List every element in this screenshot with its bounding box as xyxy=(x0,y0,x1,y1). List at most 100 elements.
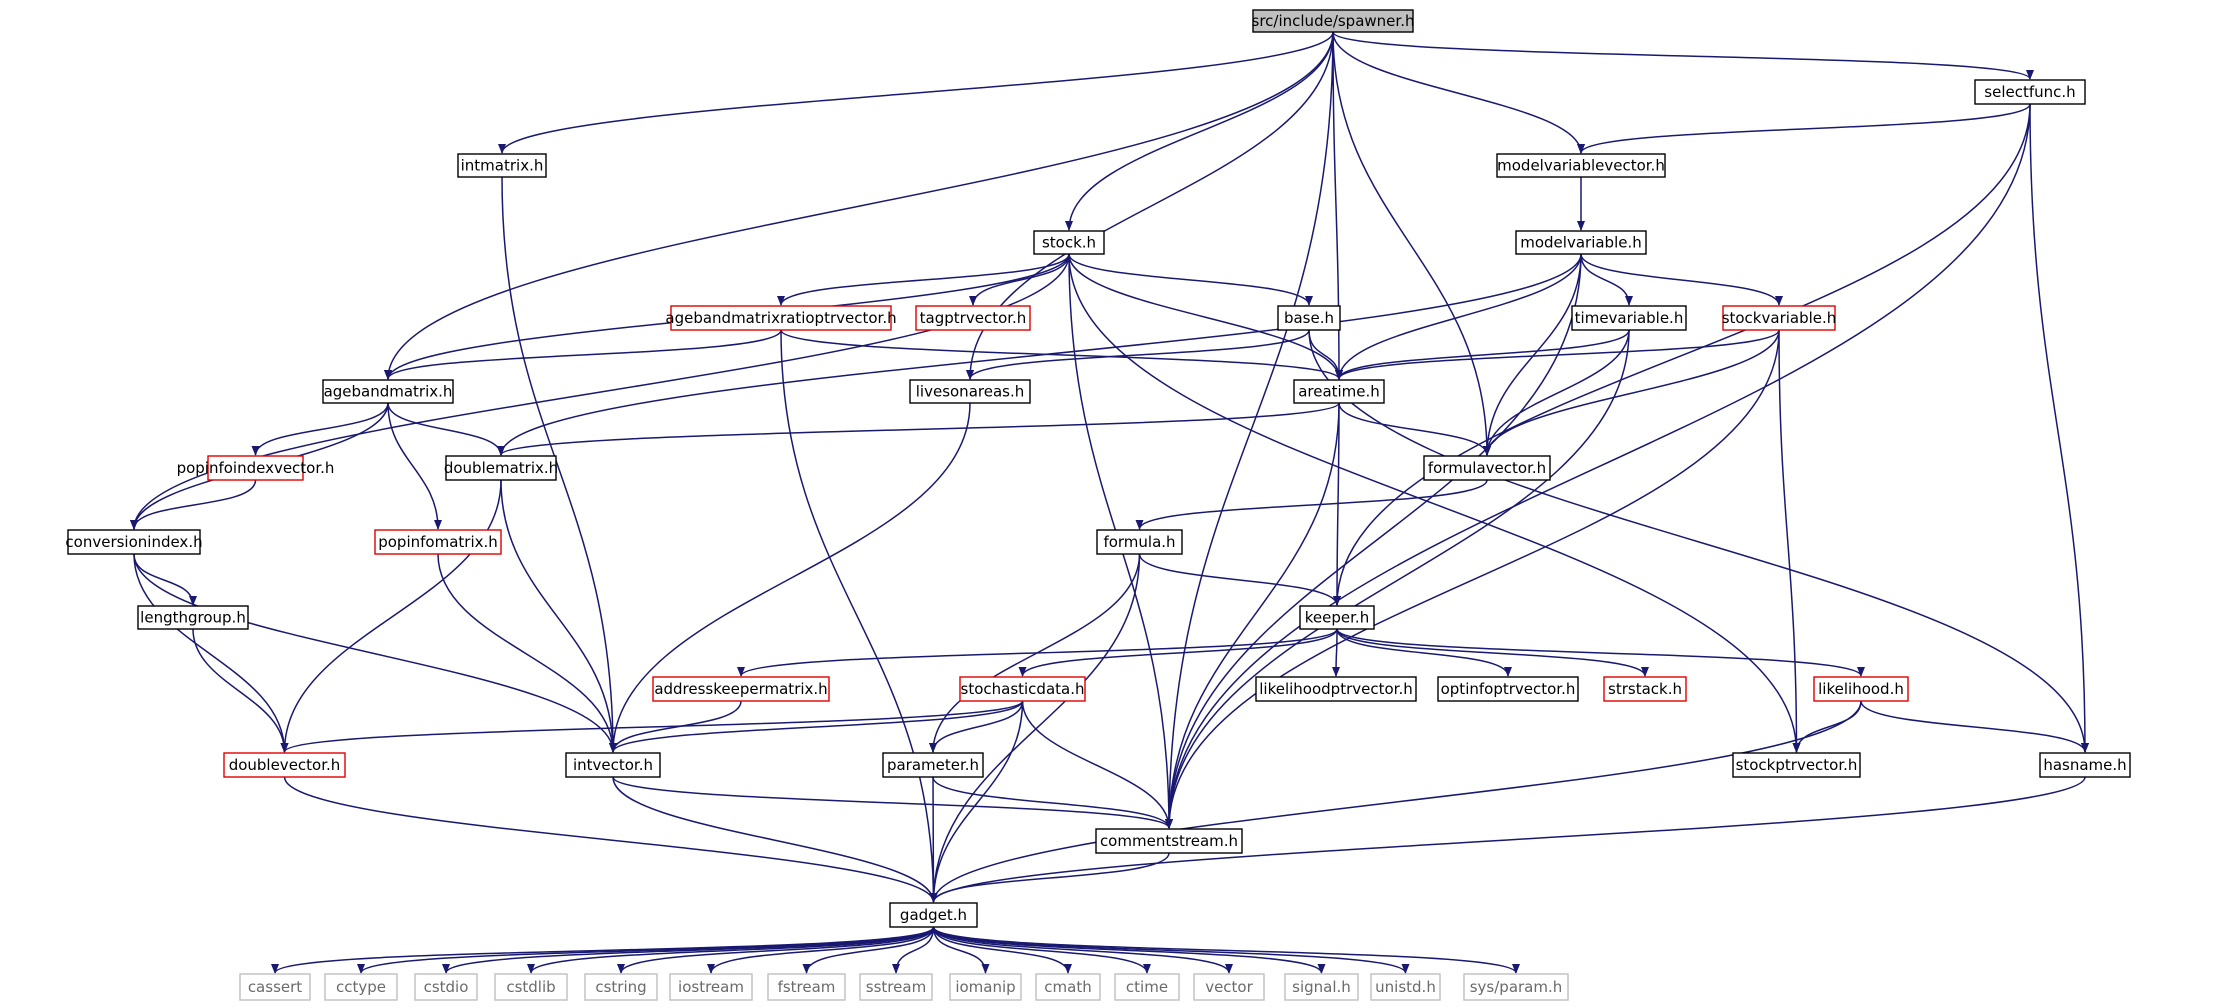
node-box-unistd xyxy=(1370,973,1441,1001)
edge-modelvariable-to-formulavector xyxy=(1483,253,1582,456)
node-selectfunc[interactable]: selectfunc.h xyxy=(1974,79,2086,105)
edge-timevariable-to-formulavector xyxy=(1483,329,1630,456)
edge-agebandmatrixratioptrvector-to-gadget xyxy=(780,329,938,903)
node-label-addresskeepermatrix: addresskeepermatrix.h xyxy=(654,680,827,698)
node-areatime[interactable]: areatime.h xyxy=(1293,379,1385,404)
node-intvector[interactable]: intvector.h xyxy=(565,752,661,778)
edge-gadget-to-signal xyxy=(932,926,1326,974)
edge-spawner-to-intmatrix xyxy=(498,31,1334,154)
node-box-likelihoodptrvector xyxy=(1255,676,1417,702)
edge-areatime-to-keeper xyxy=(1333,402,1342,606)
node-label-tagptrvector: tagptrvector.h xyxy=(920,309,1027,327)
edge-gadget-to-vector xyxy=(932,926,1233,974)
edge-modelvariable-to-commentstream xyxy=(1165,253,1582,829)
edge-agebandmatrix-to-popinfoindexvector xyxy=(251,402,389,456)
node-label-cstdlib: cstdlib xyxy=(506,978,555,996)
node-likelihood[interactable]: likelihood.h xyxy=(1813,676,1909,702)
node-modelvariable[interactable]: modelvariable.h xyxy=(1515,230,1647,255)
node-label-livesonareas: livesonareas.h xyxy=(916,383,1024,401)
node-likelihoodptrvector[interactable]: likelihoodptrvector.h xyxy=(1255,676,1417,702)
node-label-popinfomatrix: popinfomatrix.h xyxy=(378,533,498,551)
node-formula[interactable]: formula.h xyxy=(1096,529,1183,555)
node-commentstream[interactable]: commentstream.h xyxy=(1095,828,1243,854)
edge-base-to-hasname xyxy=(1308,329,2089,753)
node-label-stockptrvector: stockptrvector.h xyxy=(1736,756,1858,774)
node-parameter[interactable]: parameter.h xyxy=(882,752,984,778)
node-label-unistd: unistd.h xyxy=(1375,978,1436,996)
node-agebandmatrixratioptrvector[interactable]: agebandmatrixratioptrvector.h xyxy=(665,305,897,331)
edge-gadget-to-iostream xyxy=(707,926,935,974)
node-box-formulavector xyxy=(1423,455,1551,481)
edge-areatime-to-formulavector xyxy=(1338,402,1491,456)
node-label-selectfunc: selectfunc.h xyxy=(1984,83,2075,101)
edge-spawner-to-modelvariablevector xyxy=(1332,31,1585,154)
node-doublematrix[interactable]: doublematrix.h xyxy=(444,455,558,481)
node-optinfoptrvector[interactable]: optinfoptrvector.h xyxy=(1437,676,1579,702)
node-stock[interactable]: stock.h xyxy=(1033,230,1105,255)
node-popinfomatrix[interactable]: popinfomatrix.h xyxy=(374,529,502,555)
edge-keeper-to-strstack xyxy=(1336,628,1649,677)
node-label-likelihood: likelihood.h xyxy=(1818,680,1904,698)
node-popinfoindexvector[interactable]: popinfoindexvector.h xyxy=(177,455,335,481)
node-gadget[interactable]: gadget.h xyxy=(889,902,978,928)
edge-stockvariable-to-stockptrvector xyxy=(1778,329,1801,753)
edge-intvector-to-commentstream xyxy=(612,776,1173,829)
node-box-cstdio xyxy=(414,973,478,1001)
node-box-cctype xyxy=(324,973,398,1001)
edge-gadget-to-cstdio xyxy=(442,926,935,974)
edge-likelihood-to-stockptrvector xyxy=(1792,700,1862,753)
node-unistd: unistd.h xyxy=(1370,973,1441,1001)
node-cstdlib: cstdlib xyxy=(494,973,568,1001)
node-spawner[interactable]: src/include/spawner.h xyxy=(1252,9,1415,33)
node-label-signal: signal.h xyxy=(1292,978,1351,996)
node-label-optinfoptrvector: optinfoptrvector.h xyxy=(1441,680,1576,698)
node-label-doublematrix: doublematrix.h xyxy=(444,459,558,477)
node-box-commentstream xyxy=(1095,828,1243,854)
node-label-sstream: sstream xyxy=(866,978,926,996)
node-base[interactable]: base.h xyxy=(1277,305,1341,331)
node-tagptrvector[interactable]: tagptrvector.h xyxy=(915,305,1031,331)
node-conversionindex[interactable]: conversionindex.h xyxy=(65,529,203,555)
node-signal: signal.h xyxy=(1284,973,1359,1001)
node-livesonareas[interactable]: livesonareas.h xyxy=(909,379,1031,404)
edge-keeper-to-likelihood xyxy=(1336,628,1865,677)
node-strstack[interactable]: strstack.h xyxy=(1603,676,1687,702)
node-cctype: cctype xyxy=(324,973,398,1001)
node-stockvariable[interactable]: stockvariable.h xyxy=(1722,305,1837,331)
node-box-spawner xyxy=(1252,9,1414,33)
edge-popinfomatrix-to-intvector xyxy=(437,553,617,753)
node-addresskeepermatrix[interactable]: addresskeepermatrix.h xyxy=(652,676,830,702)
node-modelvariablevector[interactable]: modelvariablevector.h xyxy=(1496,153,1666,178)
node-doublevector[interactable]: doublevector.h xyxy=(223,752,346,778)
node-box-modelvariable xyxy=(1515,230,1647,255)
node-label-commentstream: commentstream.h xyxy=(1100,832,1238,850)
edge-gadget-to-fstream xyxy=(802,926,935,974)
node-lengthgroup[interactable]: lengthgroup.h xyxy=(137,605,249,630)
node-label-hasname: hasname.h xyxy=(2043,756,2126,774)
edge-stochasticdata-to-gadget xyxy=(929,700,1024,903)
node-fstream: fstream xyxy=(767,973,846,1001)
node-label-areatime: areatime.h xyxy=(1298,383,1380,401)
node-formulavector[interactable]: formulavector.h xyxy=(1423,455,1551,481)
node-cassert: cassert xyxy=(239,973,311,1001)
node-stockptrvector[interactable]: stockptrvector.h xyxy=(1732,752,1861,778)
node-intmatrix[interactable]: intmatrix.h xyxy=(457,153,547,178)
edge-selectfunc-to-modelvariablevector xyxy=(1577,103,2031,154)
node-stochasticdata[interactable]: stochasticdata.h xyxy=(959,676,1086,702)
edge-livesonareas-to-intvector xyxy=(609,402,971,753)
edge-selectfunc-to-keeper xyxy=(1333,103,2031,606)
edge-conversionindex-to-doublevector xyxy=(133,553,289,753)
node-label-stockvariable: stockvariable.h xyxy=(1722,309,1837,327)
node-timevariable[interactable]: timevariable.h xyxy=(1571,305,1687,331)
edge-agebandmatrixratioptrvector-to-areatime xyxy=(780,329,1343,380)
node-box-vector xyxy=(1193,973,1265,1001)
node-keeper[interactable]: keeper.h xyxy=(1299,605,1375,630)
edge-modelvariable-to-stockvariable xyxy=(1580,253,1783,306)
edge-modelvariable-to-timevariable xyxy=(1580,253,1633,306)
edge-formula-to-gadget xyxy=(929,553,1141,903)
node-agebandmatrix[interactable]: agebandmatrix.h xyxy=(322,379,454,404)
node-sysparam: sys/param.h xyxy=(1463,973,1569,1001)
edge-doublevector-to-gadget xyxy=(283,776,938,903)
node-hasname[interactable]: hasname.h xyxy=(2039,752,2131,778)
